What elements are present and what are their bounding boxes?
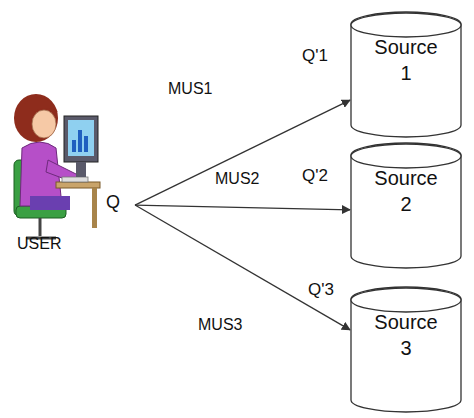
query-label: Q'3: [308, 280, 334, 300]
chair-post: [39, 218, 42, 236]
cylinder-body: [351, 143, 461, 268]
user-fringe: [24, 98, 58, 112]
mapping-label: MUS1: [168, 80, 212, 98]
mapping-label: MUS3: [198, 316, 242, 334]
source-cylinder: Source 2: [350, 143, 462, 269]
keyboard: [62, 177, 88, 182]
cylinder-body: [351, 12, 461, 137]
monitor: [64, 116, 98, 162]
monitor-stand: [76, 162, 86, 177]
query-label: Q'1: [302, 46, 328, 66]
user-legs: [30, 196, 70, 210]
user-face: [32, 110, 56, 138]
source-cylinder: Source 1: [350, 12, 462, 138]
source-name: Source 3: [370, 309, 442, 361]
source-cylinder: Source 3: [350, 287, 462, 413]
monitor-screen: [68, 120, 94, 156]
desk: [56, 182, 100, 188]
chart-bar: [72, 140, 76, 152]
source-name: Source 1: [370, 34, 442, 86]
query-arrow: [135, 205, 350, 210]
query-arrow: [135, 205, 350, 330]
cylinder-top: [351, 144, 461, 168]
user-hair: [14, 94, 58, 142]
chart-bar: [84, 136, 88, 152]
cylinder-top: [351, 288, 461, 312]
mapping-label: MUS2: [215, 170, 259, 188]
query-arrow: [135, 100, 350, 205]
user-node: USER Q: [5, 85, 135, 265]
query-name: Q: [106, 192, 120, 213]
source-name: Source 2: [370, 165, 442, 217]
cylinder-top: [351, 13, 461, 37]
query-label: Q'2: [302, 166, 328, 186]
desk-leg: [92, 188, 97, 228]
cylinder-body: [351, 287, 461, 412]
user-name: USER: [17, 235, 61, 253]
chart-bar: [78, 130, 82, 152]
